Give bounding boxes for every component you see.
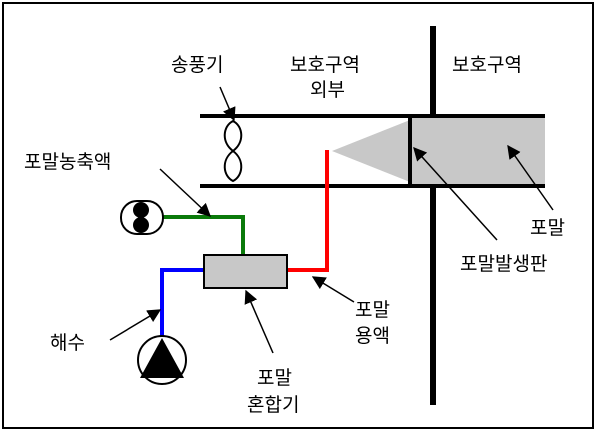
protected-outside-label-line2: 외부	[310, 79, 345, 101]
blower-arrow	[219, 86, 236, 122]
foam-mixer	[203, 254, 288, 289]
protected-outside-label-line1: 보호구역	[290, 54, 360, 76]
foam-region	[410, 118, 545, 184]
foam-solution-label-line1: 포말	[355, 299, 390, 321]
mixer-arrow	[244, 289, 274, 354]
foam-spray-cone	[332, 120, 410, 182]
foam-mixer-label-line2: 혼합기	[247, 394, 299, 416]
seawater-pipe	[160, 268, 204, 346]
foam-concentrate-label: 포말농축액	[24, 151, 111, 173]
concentrate-arrow	[159, 168, 211, 217]
seawater-pump-icon	[137, 335, 187, 385]
concentrate-tank-icon	[120, 200, 164, 235]
foam-mixer-label-line1: 포말	[257, 367, 292, 389]
generator-plate-arrow	[413, 146, 498, 241]
seawater-arrow	[109, 309, 162, 341]
foam-arrow	[507, 144, 554, 211]
blower-fan-icon	[223, 119, 243, 183]
foam-solution-pipe	[287, 150, 329, 272]
seawater-label: 해수	[50, 332, 85, 354]
foam-solution-label-line2: 용액	[355, 325, 390, 347]
solution-arrow	[311, 276, 355, 303]
foam-label: 포말	[530, 217, 565, 239]
foam-generator-plate-label: 포말발생판	[460, 253, 547, 275]
concentrate-pipe	[161, 215, 245, 255]
protected-area-label: 보호구역	[452, 54, 522, 76]
blower-label: 송풍기	[171, 54, 223, 76]
